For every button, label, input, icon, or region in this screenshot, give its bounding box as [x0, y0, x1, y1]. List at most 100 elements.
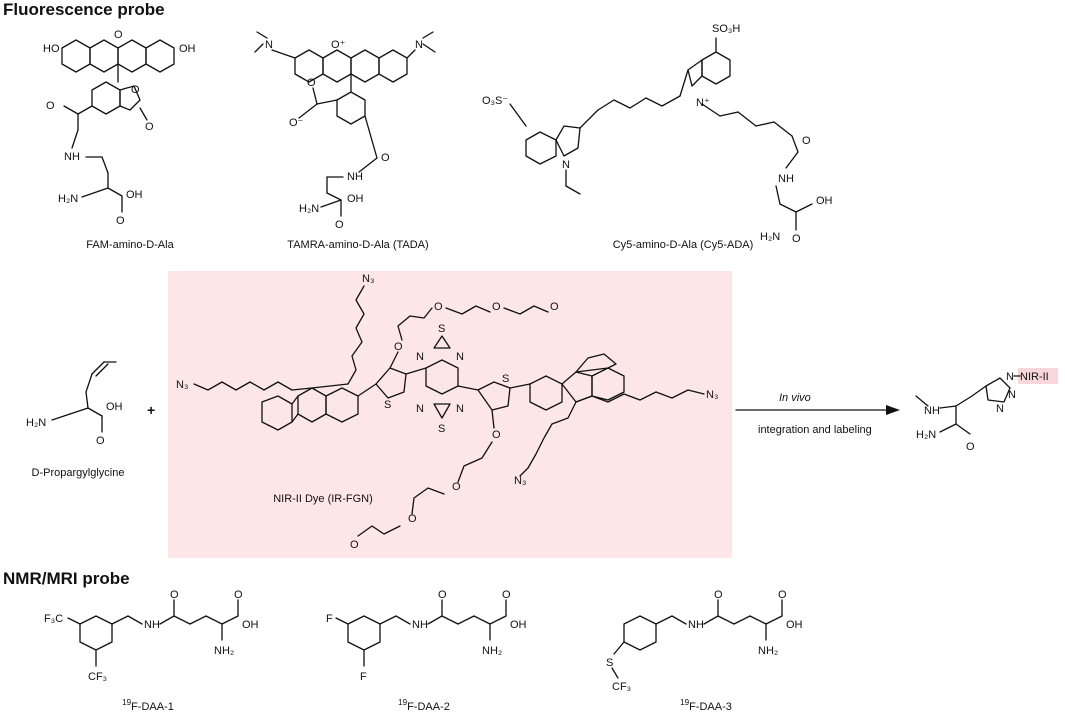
svg-text:OH: OH	[242, 619, 259, 631]
svg-text:NH: NH	[347, 171, 363, 183]
svg-text:N: N	[416, 403, 424, 415]
svg-text:H₂N: H₂N	[58, 193, 78, 205]
svg-text:F: F	[326, 613, 333, 625]
svg-text:HO: HO	[43, 43, 60, 55]
svg-text:O: O	[116, 215, 125, 227]
svg-text:S: S	[606, 657, 613, 669]
svg-text:N: N	[1006, 371, 1014, 383]
svg-text:O₃S⁻: O₃S⁻	[482, 95, 508, 107]
svg-text:NH: NH	[778, 173, 794, 185]
svg-text:O: O	[170, 589, 179, 601]
svg-text:O: O	[307, 77, 316, 89]
svg-text:CF₃: CF₃	[88, 671, 107, 683]
svg-text:N: N	[416, 351, 424, 363]
svg-text:N: N	[456, 351, 464, 363]
svg-text:S: S	[438, 323, 445, 335]
svg-text:NIR-II: NIR-II	[1020, 371, 1049, 383]
svg-text:O: O	[46, 100, 55, 112]
19f-daa-3-structure: S CF₃ NH O O OH NH₂	[606, 589, 803, 693]
svg-text:F₃C: F₃C	[44, 613, 63, 625]
svg-text:O: O	[452, 481, 461, 493]
svg-text:S: S	[384, 399, 391, 411]
svg-text:O: O	[792, 233, 801, 245]
propargylglycine-caption: D-Propargylglycine	[31, 467, 125, 479]
svg-text:O: O	[438, 589, 447, 601]
svg-text:H₂N: H₂N	[760, 231, 780, 243]
reaction-arrow	[735, 405, 900, 415]
svg-text:N: N	[562, 159, 570, 171]
svg-text:N: N	[996, 403, 1004, 415]
svg-text:N: N	[265, 39, 273, 51]
nmr-section-title: NMR/MRI probe	[3, 569, 130, 588]
arrow-label-integration: integration and labeling	[758, 424, 872, 436]
svg-text:NH₂: NH₂	[482, 645, 502, 657]
svg-text:O: O	[350, 539, 359, 551]
tamra-amino-d-ala-structure: O⁺ N N O O⁻ O NH H₂N O OH	[254, 31, 436, 231]
svg-text:N: N	[415, 39, 423, 51]
svg-text:O: O	[492, 301, 501, 313]
svg-text:O: O	[802, 135, 811, 147]
svg-text:OH: OH	[816, 195, 833, 207]
svg-text:F: F	[360, 671, 367, 683]
svg-text:H₂N: H₂N	[299, 203, 319, 215]
svg-text:O: O	[335, 219, 344, 231]
svg-text:N₃: N₃	[176, 379, 188, 391]
svg-text:NH: NH	[688, 619, 704, 631]
svg-text:O: O	[550, 301, 559, 313]
svg-text:N⁺: N⁺	[696, 97, 710, 109]
svg-text:O: O	[145, 121, 154, 133]
fluorescence-section-title: Fluorescence probe	[3, 0, 165, 19]
svg-text:SO₃H: SO₃H	[712, 23, 740, 35]
svg-text:O: O	[381, 152, 390, 164]
svg-text:OH: OH	[347, 193, 364, 205]
nir-ii-labeled-product-structure: NIR-II N N N NH O H₂N	[915, 368, 1058, 453]
cy5-ada-caption: Cy5-amino-D-Ala (Cy5-ADA)	[612, 239, 754, 251]
svg-text:O: O	[434, 301, 443, 313]
svg-text:N: N	[456, 403, 464, 415]
nir-ii-dye-structure: N₃ N₃ S O O O O S N N S N N S O O O O N₃…	[176, 273, 718, 551]
svg-text:O: O	[714, 589, 723, 601]
svg-text:CF₃: CF₃	[612, 681, 631, 693]
svg-text:O: O	[492, 429, 501, 441]
nir-dye-caption: NIR-II Dye (IR-FGN)	[273, 493, 373, 505]
svg-text:O: O	[234, 589, 243, 601]
svg-text:S: S	[502, 373, 509, 385]
svg-text:OH: OH	[786, 619, 803, 631]
tada-caption: TAMRA-amino-D-Ala (TADA)	[287, 239, 429, 251]
svg-text:OH: OH	[510, 619, 527, 631]
19f-daa-1-caption: 19F-DAA-1	[122, 698, 174, 713]
fam-caption: FAM-amino-D-Ala	[86, 239, 174, 251]
svg-text:N: N	[1008, 389, 1016, 401]
svg-text:OH: OH	[126, 189, 143, 201]
19f-daa-1-structure: F₃C CF₃ NH O O OH NH₂	[44, 589, 259, 683]
svg-text:O: O	[131, 84, 140, 96]
svg-text:NH₂: NH₂	[214, 645, 234, 657]
svg-text:OH: OH	[179, 43, 196, 55]
svg-text:N₃: N₃	[706, 389, 718, 401]
svg-text:NH: NH	[144, 619, 160, 631]
19f-daa-3-caption: 19F-DAA-3	[680, 698, 732, 713]
svg-text:O: O	[778, 589, 787, 601]
svg-text:O⁺: O⁺	[331, 39, 346, 51]
svg-text:NH₂: NH₂	[758, 645, 778, 657]
svg-text:O: O	[114, 29, 123, 41]
fam-amino-d-ala-structure: HO OH O O O O NH H₂N O OH	[43, 29, 196, 227]
svg-text:H₂N: H₂N	[916, 429, 936, 441]
svg-text:N₃: N₃	[362, 273, 374, 285]
svg-text:O: O	[408, 513, 417, 525]
svg-text:O: O	[96, 435, 105, 447]
cy5-amino-d-ala-structure: SO₃H N⁺ O NH H₂N OH O O₃S⁻ N	[482, 23, 833, 245]
19f-daa-2-structure: F F NH O O OH NH₂	[326, 589, 527, 683]
svg-text:O: O	[966, 441, 975, 453]
svg-text:S: S	[438, 423, 445, 435]
svg-text:OH: OH	[106, 401, 123, 413]
svg-text:NH: NH	[924, 405, 940, 417]
19f-daa-2-caption: 19F-DAA-2	[398, 698, 450, 713]
svg-text:O: O	[502, 589, 511, 601]
svg-text:O⁻: O⁻	[289, 117, 304, 129]
svg-text:O: O	[394, 341, 403, 353]
d-propargylglycine-structure: H₂N O OH	[26, 361, 123, 447]
arrow-label-in-vivo: In vivo	[779, 392, 811, 404]
plus-sign: +	[147, 402, 156, 418]
svg-text:H₂N: H₂N	[26, 417, 46, 429]
